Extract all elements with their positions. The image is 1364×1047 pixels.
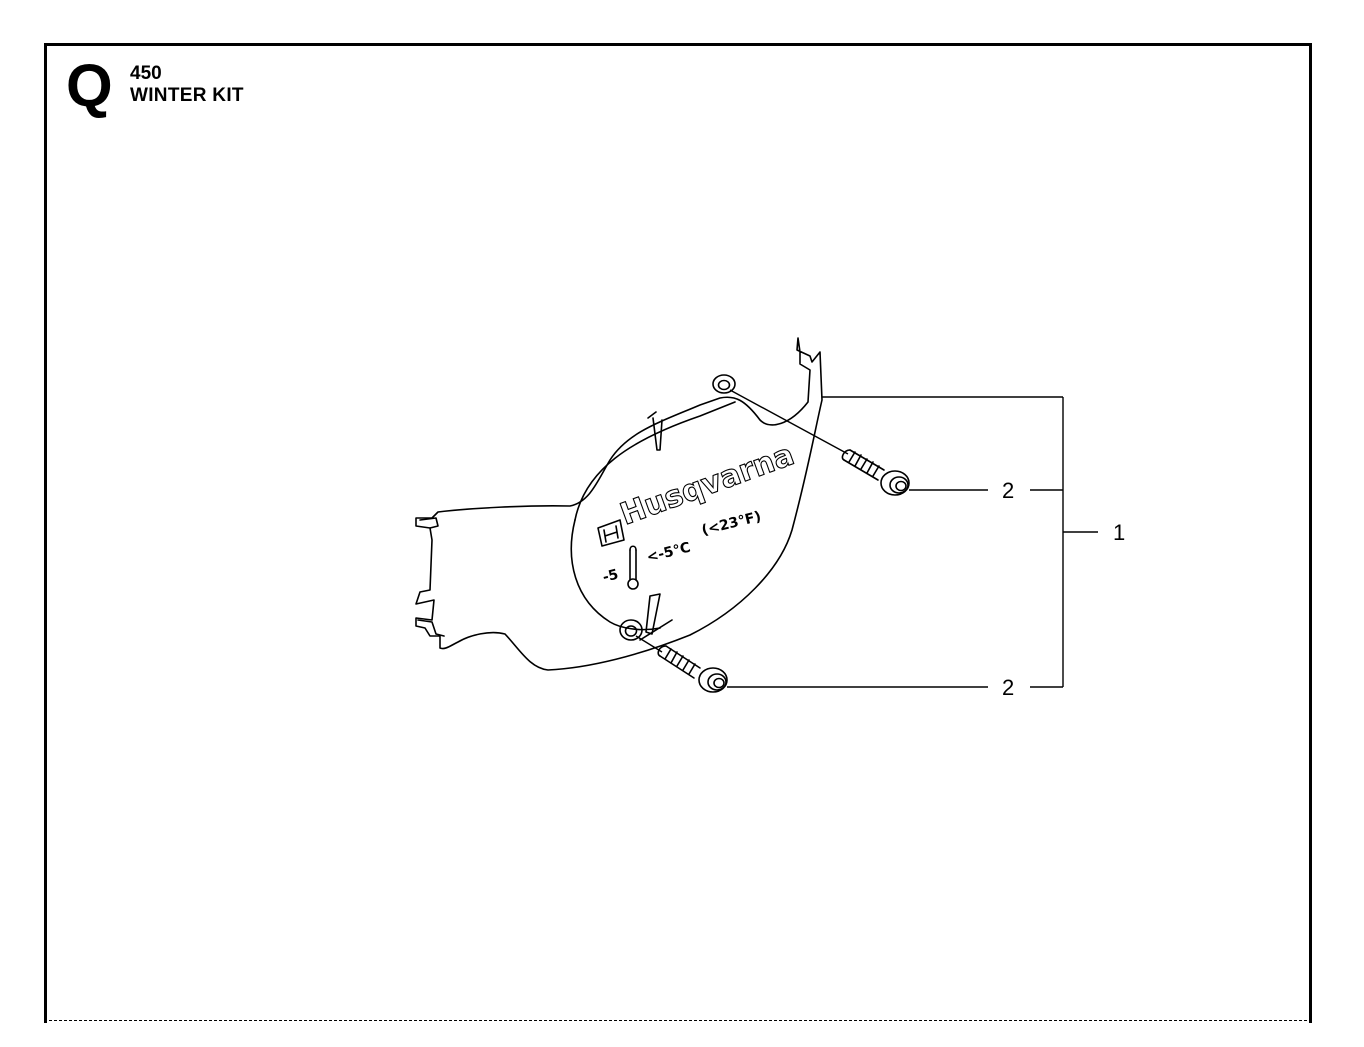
winter-cover-outline <box>415 337 823 671</box>
page-frame <box>44 43 1312 1023</box>
upper-screw <box>841 449 910 496</box>
section-title: WINTER KIT <box>130 85 244 106</box>
winter-cover-inner-panel <box>574 401 736 521</box>
bottom-slot <box>645 593 661 635</box>
husqvarna-logo-icon <box>597 519 625 547</box>
model-number: 450 <box>130 63 162 84</box>
cover-temp-f: (<23°F) <box>700 509 763 539</box>
lower-grommet <box>619 619 643 641</box>
thermometer-icon <box>627 545 639 590</box>
leader-upper-screw-axis <box>729 389 849 455</box>
cover-brand-text: Husqvarna <box>616 437 799 532</box>
leader-lower-screw-axis <box>635 635 663 653</box>
callout-2-lower: 2 <box>1002 675 1014 700</box>
page-cut-line <box>44 1020 1312 1021</box>
lower-screw <box>657 645 728 693</box>
left-clip-upper <box>419 517 439 529</box>
cover-temp-value: -5 <box>601 567 620 586</box>
left-clip-lower <box>417 619 445 637</box>
callout-1: 1 <box>1113 520 1125 545</box>
callout-2-upper: 2 <box>1002 478 1014 503</box>
upper-grommet <box>712 374 736 394</box>
top-slot <box>652 417 663 451</box>
section-letter: Q <box>66 52 113 119</box>
cover-temp-c: <-5°C <box>645 540 692 566</box>
